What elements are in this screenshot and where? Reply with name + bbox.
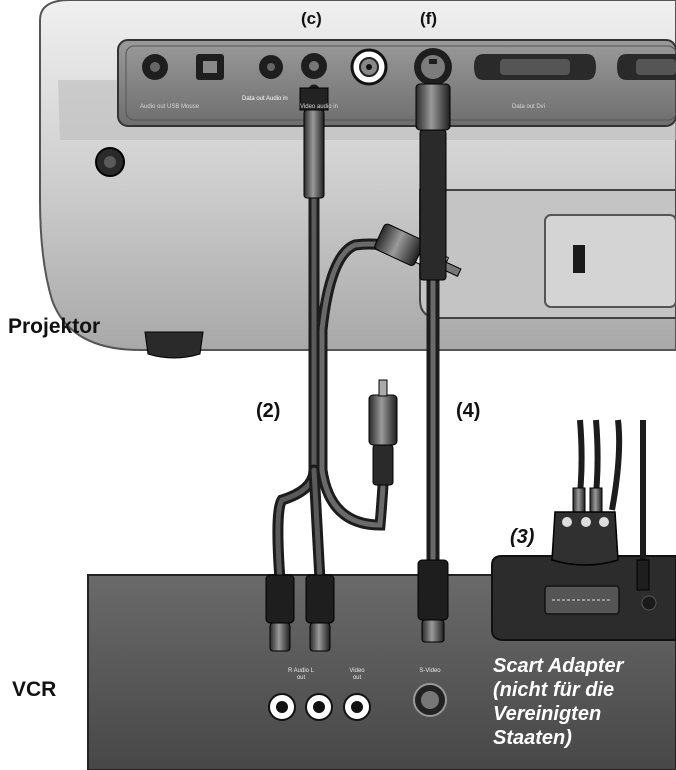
connector-panel xyxy=(117,39,676,127)
scart-note-line: Vereinigten xyxy=(493,703,602,725)
port-label-s-video: S-Video xyxy=(419,668,441,674)
vcr-audio-jack-left xyxy=(305,693,333,721)
vcr-audio-jack-right xyxy=(268,693,296,721)
port-label-data-out-dvi: Data out Dvi xyxy=(512,104,546,110)
jack-audio-out xyxy=(142,54,168,80)
label-cable-4: (4) xyxy=(456,400,481,422)
label-cable-2: (2) xyxy=(256,400,281,422)
power-switch-panel xyxy=(544,214,676,308)
vcr-s-video-port xyxy=(413,683,447,717)
label-cable-3: (3) xyxy=(510,526,535,548)
scart-note-line: Staaten) xyxy=(493,727,572,749)
scart-adapter xyxy=(544,419,650,615)
vcr-video-jack xyxy=(343,693,371,721)
scart-note-line: (nicht für die xyxy=(493,679,615,701)
data-out-port xyxy=(617,54,676,80)
label-c: (c) xyxy=(301,9,322,28)
loose-rca-plug xyxy=(368,379,398,486)
scart-note-line: Scart Adapter xyxy=(493,655,624,677)
projector xyxy=(39,0,676,359)
video-rca-jack xyxy=(350,48,388,86)
dvi-port xyxy=(474,54,596,80)
cable-4-s-video xyxy=(415,83,451,643)
port-label-r-audio-l-out: R Audio L out xyxy=(287,668,315,681)
port-label-data-out-audio-in: Data out Audio in xyxy=(242,96,288,102)
label-f: (f) xyxy=(420,9,437,28)
projector-foot xyxy=(144,331,204,359)
port-label-video-audio-in: Video audio in xyxy=(300,104,338,110)
s-video-port-f xyxy=(414,48,452,86)
jack-data-audio-in xyxy=(259,55,283,79)
vcr-rca-plugs xyxy=(265,574,335,652)
port-label-video-out: Video out xyxy=(349,668,365,681)
jack-audio-in-c xyxy=(301,53,327,79)
usb-port xyxy=(196,54,224,80)
port-label-audio-out-usb-mouse: Audio out USB Mouse xyxy=(140,104,200,110)
cable-2-audio xyxy=(272,84,329,586)
label-vcr: VCR xyxy=(12,678,57,701)
label-projektor: Projektor xyxy=(8,315,101,338)
